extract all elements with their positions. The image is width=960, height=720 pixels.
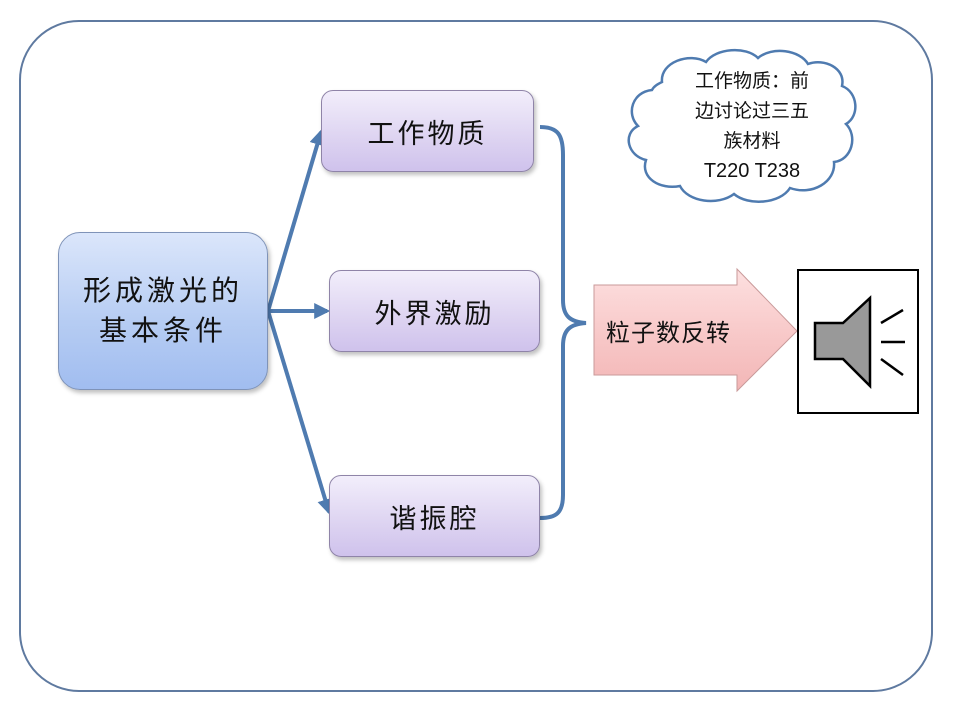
cloud-callout-text: 工作物质：前 边讨论过三五 族材料 T220 T238: [662, 66, 842, 186]
condition-resonant-cavity: 谐振腔: [329, 475, 540, 557]
cloud-callout-shape: [627, 48, 857, 203]
condition-label: 工作物质: [367, 118, 488, 150]
condition-label: 谐振腔: [389, 503, 480, 535]
arrow-to-resonant-cavity: [266, 310, 333, 516]
result-arrow-shape: [593, 267, 798, 393]
root-node: 形成激光的 基本条件: [58, 232, 268, 390]
callout-line-3: 族材料: [723, 130, 781, 152]
condition-label: 外界激励: [374, 298, 495, 330]
callout-line-1: 工作物质：前: [694, 70, 809, 92]
condition-external-excitation: 外界激励: [329, 270, 540, 352]
brace-connector: [539, 125, 587, 520]
callout-line-4: T220 T238: [703, 160, 801, 182]
callout-line-2: 边讨论过三五: [694, 100, 809, 122]
result-label: 粒子数反转: [606, 318, 731, 347]
speaker-icon: [813, 295, 905, 390]
condition-working-medium: 工作物质: [321, 90, 534, 172]
arrow-to-working-medium: [266, 128, 326, 312]
slide-frame: [19, 20, 933, 692]
speaker-frame: [797, 269, 919, 414]
root-line-2: 基本条件: [98, 314, 227, 347]
root-line-1: 形成激光的: [82, 274, 243, 307]
